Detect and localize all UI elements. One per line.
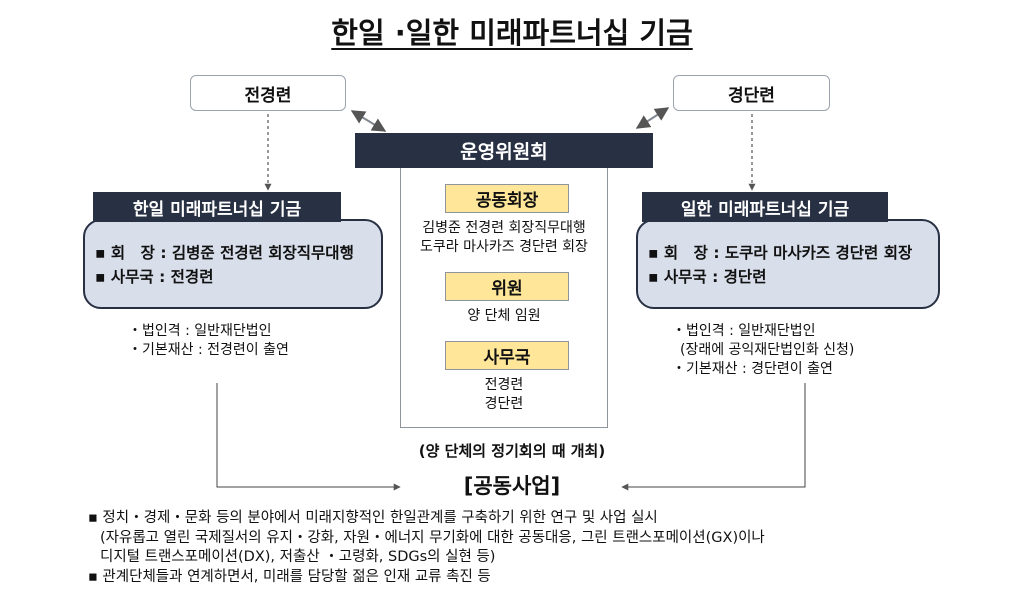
member-label: 위원 bbox=[445, 272, 569, 301]
right-fund-card: ▪ 회 장 : 도쿠라 마사카즈 경단련 회장 ▪ 사무국 : 경단련 bbox=[636, 219, 940, 309]
right-notes: ・법인격 : 일반재단법인 (장래에 공익재단법인화 신청) ・기본재산 : 경… bbox=[672, 322, 854, 379]
right-org-box: 경단련 bbox=[673, 75, 830, 111]
arrow-right-org-committee bbox=[635, 107, 670, 129]
co-chair-label: 공동회장 bbox=[445, 184, 569, 213]
right-note-3: ・기본재산 : 경단련이 출연 bbox=[672, 361, 833, 377]
project-item-2: ▪ 관계단체들과 연계하면서, 미래를 담당할 젊은 인재 교류 촉진 등 bbox=[88, 568, 491, 585]
right-fund-title: 일한 미래파트너십 기금 bbox=[642, 192, 888, 222]
co-chair-1: 김병준 전경련 회장직무대행 bbox=[422, 220, 586, 236]
co-chair-2: 도쿠라 마사카즈 경단련 회장 bbox=[420, 239, 588, 255]
project-list: ▪ 정치・경제・문화 등의 분야에서 미래지향적인 한일관계를 구축하기 위한 … bbox=[88, 509, 765, 587]
left-note-2: ・기본재산 : 전경련이 출연 bbox=[128, 342, 289, 358]
left-secretariat-row: ▪ 사무국 : 전경련 bbox=[95, 268, 214, 286]
right-note-2: (장래에 공익재단법인화 신청) bbox=[680, 342, 855, 358]
committee-title: 운영위원회 bbox=[355, 133, 653, 168]
secretariat: 전경련 경단련 bbox=[400, 376, 608, 414]
left-note-1: ・법인격 : 일반재단법인 bbox=[128, 323, 272, 339]
left-to-joint-line bbox=[216, 383, 401, 491]
project-item-1-detail-b: 디지털 트랜스포메이션(DX), 저출산 ・고령화, SDGs의 실현 등) bbox=[100, 549, 496, 565]
right-secretariat-row: ▪ 사무국 : 경단련 bbox=[648, 268, 767, 286]
members: 양 단체 임원 bbox=[467, 308, 541, 324]
page-title: 한일 ·일한 미래파트너십 기금 bbox=[331, 16, 693, 50]
left-notes: ・법인격 : 일반재단법인 ・기본재산 : 전경련이 출연 bbox=[128, 322, 289, 360]
right-to-joint-line bbox=[621, 383, 806, 491]
left-fund-title: 한일 미래파트너십 기금 bbox=[93, 192, 341, 222]
project-item-1: ▪ 정치・경제・문화 등의 분야에서 미래지향적인 한일관계를 구축하기 위한 … bbox=[88, 510, 658, 526]
meeting-note: (양 단체의 정기회의 때 개최) bbox=[418, 442, 606, 460]
left-fund-card: ▪ 회 장 : 김병준 전경련 회장직무대행 ▪ 사무국 : 전경련 bbox=[83, 219, 383, 309]
right-chair-row: ▪ 회 장 : 도쿠라 마사카즈 경단련 회장 bbox=[648, 244, 913, 262]
project-item-1-detail-a: (자유롭고 열린 국제질서의 유지・강화, 자원・에너지 무기화에 대한 공동대… bbox=[100, 529, 765, 546]
secretariat-2: 경단련 bbox=[484, 396, 524, 412]
left-org-box: 전경련 bbox=[190, 75, 346, 111]
co-chairs: 김병준 전경련 회장직무대행 도쿠라 마사카즈 경단련 회장 bbox=[400, 219, 608, 257]
secretariat-1: 전경련 bbox=[484, 377, 524, 393]
left-chair-row: ▪ 회 장 : 김병준 전경련 회장직무대행 bbox=[95, 244, 354, 262]
right-note-1: ・법인격 : 일반재단법인 bbox=[672, 323, 816, 339]
joint-project-title: [공동사업] bbox=[463, 474, 561, 498]
arrow-left-org-committee bbox=[350, 110, 387, 132]
secretariat-label: 사무국 bbox=[445, 341, 569, 370]
